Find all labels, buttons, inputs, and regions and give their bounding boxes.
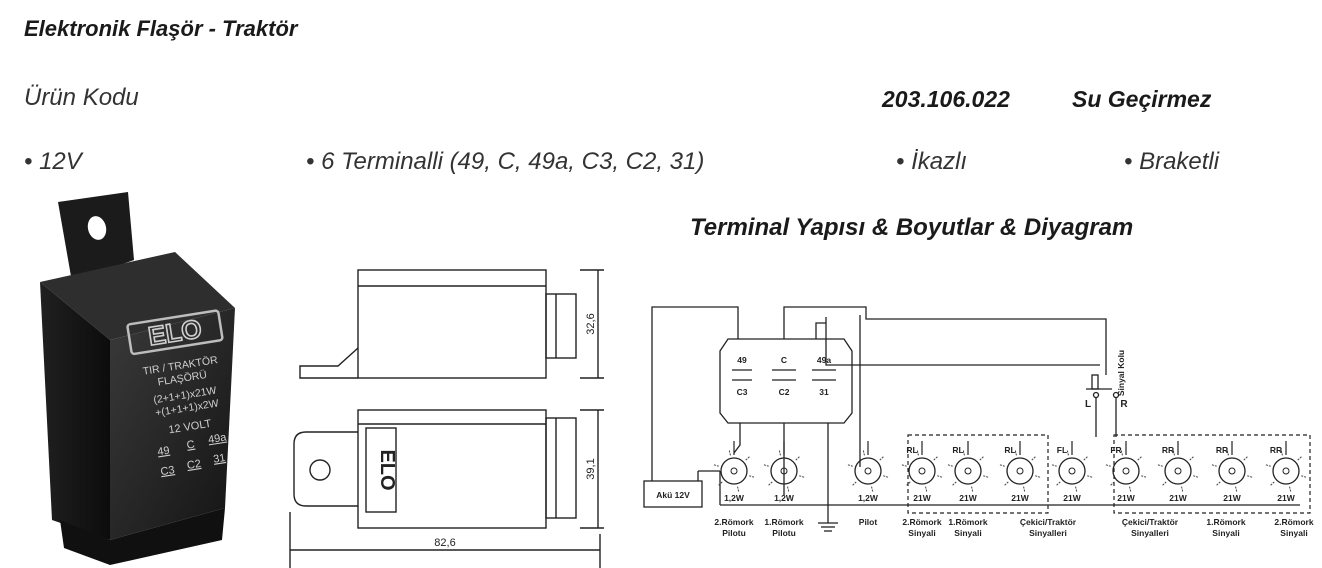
lamp-icon: 1,2W <box>713 441 755 503</box>
feature-bracket: • Braketli <box>1124 148 1220 175</box>
lamp-watt: 21W <box>1117 493 1135 503</box>
lamp-watt: 1,2W <box>724 493 745 503</box>
product-terminal: 49a <box>207 431 228 446</box>
waterproof-label: Su Geçirmez <box>1072 86 1212 112</box>
lamp-watt: 21W <box>1169 493 1187 503</box>
lamp-caption: Çekici/Traktör <box>1020 517 1077 527</box>
dim-height-top: 32,6 <box>585 313 597 334</box>
lamp-caption: Pilotu <box>722 528 746 538</box>
relay-terminal: 49 <box>737 355 747 365</box>
lamp-icon: 21W RL <box>947 441 989 503</box>
dashed-group-trailer-right <box>1113 434 1311 514</box>
housing-side <box>40 282 110 540</box>
lamp-icon: 21W RR <box>1211 441 1253 503</box>
lamp-caption: Pilotu <box>772 528 796 538</box>
lamp-watt: 21W <box>1277 493 1295 503</box>
relay-terminal: C2 <box>779 387 790 397</box>
lamp-icon: 1,2W <box>763 441 805 503</box>
relay-symbol <box>719 338 853 424</box>
relay-terminal: C3 <box>737 387 748 397</box>
relay-terminal: C <box>781 355 787 365</box>
relay-terminal: 49a <box>817 355 831 365</box>
bracket-hole <box>87 216 107 240</box>
switch-right-label: R <box>1120 399 1128 410</box>
housing-front <box>110 308 235 540</box>
lamp-caption: Sinyali <box>1212 528 1239 538</box>
lamp-caption: 1.Römork <box>1206 517 1245 527</box>
page-title: Elektronik Flaşör - Traktör <box>24 16 298 41</box>
dimension-drawing: ELO 32,6 39,1 82,6 <box>289 269 604 568</box>
lamp-caption: 2.Römork <box>1274 517 1313 527</box>
lamp-code: RL <box>1004 445 1015 455</box>
product-terminal: 49 <box>157 445 171 459</box>
side-view-logo: ELO <box>376 449 398 490</box>
lamp-caption: 1.Römork <box>764 517 803 527</box>
lamp-icon: 1,2W <box>847 441 889 503</box>
product-code-label: Ürün Kodu <box>24 84 139 111</box>
product-terminal: C <box>186 439 196 452</box>
lamp-icon: 21W RL <box>999 441 1041 503</box>
lamp-watt: 1,2W <box>858 493 879 503</box>
lamp-watt: 1,2W <box>774 493 795 503</box>
lamp-watt: 21W <box>913 493 931 503</box>
lamp-code: RR <box>1162 445 1174 455</box>
lamp-watt: 21W <box>1011 493 1029 503</box>
lamp-icon: 21W RR <box>1157 441 1199 503</box>
lamp-caption: Sinyali <box>1280 528 1307 538</box>
lamp-caption: Sinyali <box>908 528 935 538</box>
lamp-code: RL <box>952 445 963 455</box>
switch-label: Sinyal Kolu <box>1116 350 1126 396</box>
product-terminal: 31 <box>212 452 226 466</box>
lamp-caption: Sinyalleri <box>1131 528 1169 538</box>
dashed-group-trailer-left <box>907 434 1049 514</box>
lamp-icon: 21W RR <box>1265 441 1307 503</box>
lamp-icon: 21W FR <box>1105 441 1147 503</box>
dim-width: 82,6 <box>434 537 455 549</box>
lamp-caption: 1.Römork <box>948 517 987 527</box>
battery-label: Akü 12V <box>656 490 690 500</box>
feature-warning: • İkazlı <box>896 148 968 175</box>
lamp-caption: 2.Römork <box>714 517 753 527</box>
battery-box <box>643 480 703 508</box>
connector-base <box>60 508 225 565</box>
switch-left-label: L <box>1085 399 1091 410</box>
lamp-watt: 21W <box>959 493 977 503</box>
lamp-icon: 21W RL <box>901 441 943 503</box>
feature-voltage: • 12V <box>24 148 82 175</box>
product-terminal: C2 <box>186 458 202 472</box>
product-terminal: C3 <box>160 464 176 478</box>
dim-height-side: 39,1 <box>585 458 597 479</box>
lamp-watt: 21W <box>1223 493 1241 503</box>
lamp-code: RR <box>1270 445 1282 455</box>
lamp-code: FL <box>1057 445 1067 455</box>
lamp-code: RL <box>906 445 917 455</box>
lamp-code: FR <box>1110 445 1121 455</box>
lamp-icon: 21W FL <box>1051 441 1093 503</box>
relay-terminal: 31 <box>819 387 829 397</box>
product-photo: ELO TIR / TRAKTÖR FLAŞÖRÜ (2+1+1)x21W +(… <box>40 192 235 565</box>
lamp-caption: Pilot <box>859 517 878 527</box>
lamp-caption: 2.Römork <box>902 517 941 527</box>
lamp-code: RR <box>1216 445 1228 455</box>
product-code-value: 203.106.022 <box>882 86 1010 112</box>
lamp-caption: Çekici/Traktör <box>1122 517 1179 527</box>
wiring-diagram: 49 C 49a C3 C2 31 Akü 12V L R Sinyal Kol… <box>643 306 1314 538</box>
lamp-caption: Sinyali <box>954 528 981 538</box>
lamp-caption: Sinyalleri <box>1029 528 1067 538</box>
section-title: Terminal Yapısı & Boyutlar & Diyagram <box>690 214 1134 241</box>
feature-terminals: • 6 Terminalli (49, C, 49a, C3, C2, 31) <box>306 148 705 175</box>
lamp-watt: 21W <box>1063 493 1081 503</box>
